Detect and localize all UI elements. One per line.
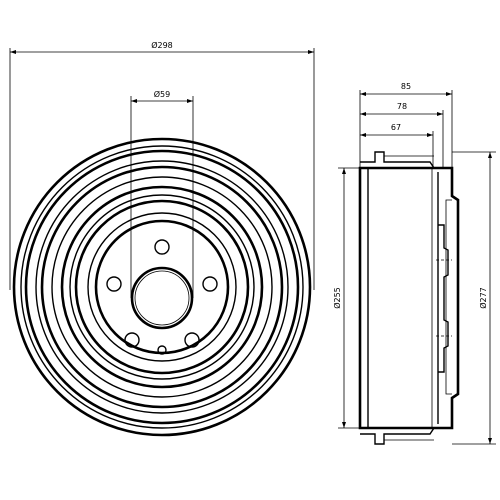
inner-ring-2 xyxy=(69,194,255,380)
bolt-hole-bottom-right xyxy=(184,332,200,348)
rim-ring-5 xyxy=(40,165,284,409)
rim-ring-2 xyxy=(20,145,304,429)
dimension-center-bore: Ø59 xyxy=(130,89,194,298)
locator-hole xyxy=(157,345,167,355)
hub-step-bottom xyxy=(438,300,449,373)
bolt-hole-left xyxy=(106,276,122,292)
label-height-inner: 67 xyxy=(391,123,401,132)
label-outer-diameter: Ø298 xyxy=(151,40,173,50)
side-view: 85 78 67 Ø255 xyxy=(332,82,496,445)
bolt-hole-top xyxy=(154,239,170,255)
hub-ring xyxy=(87,212,237,362)
rim-ring-4 xyxy=(35,160,289,414)
dimension-drum-inner-diameter: Ø255 xyxy=(332,167,360,429)
label-height-mid: 78 xyxy=(397,102,407,111)
inner-ring-1 xyxy=(60,185,264,389)
label-flange-diameter: Ø277 xyxy=(478,287,488,309)
dimension-overall-height: 85 xyxy=(359,82,453,168)
dimension-height-mid: 78 xyxy=(360,102,444,168)
label-center-bore: Ø59 xyxy=(154,89,170,99)
bottom-flange xyxy=(360,427,435,445)
center-bore-inner xyxy=(134,270,190,326)
rim-ring-3 xyxy=(24,149,300,425)
label-overall-height: 85 xyxy=(401,82,411,91)
outer-rim-ring xyxy=(12,137,312,437)
front-view: Ø298 Ø59 xyxy=(9,40,315,437)
top-flange xyxy=(360,151,435,169)
center-bore xyxy=(130,266,194,330)
label-drum-inner-diameter: Ø255 xyxy=(332,287,342,309)
drum-outline xyxy=(358,166,460,430)
bolt-hole-right xyxy=(202,276,218,292)
braking-surface-ring xyxy=(51,176,273,398)
bolt-hole-bottom-left xyxy=(124,332,140,348)
dimension-outer-diameter: Ø298 xyxy=(9,40,315,290)
hub-face-ring xyxy=(94,219,230,355)
hub-step-top xyxy=(438,224,449,300)
inner-ring-3 xyxy=(74,199,250,375)
dimension-height-inner: 67 xyxy=(360,123,434,168)
dimension-flange-diameter: Ø277 xyxy=(452,151,496,445)
